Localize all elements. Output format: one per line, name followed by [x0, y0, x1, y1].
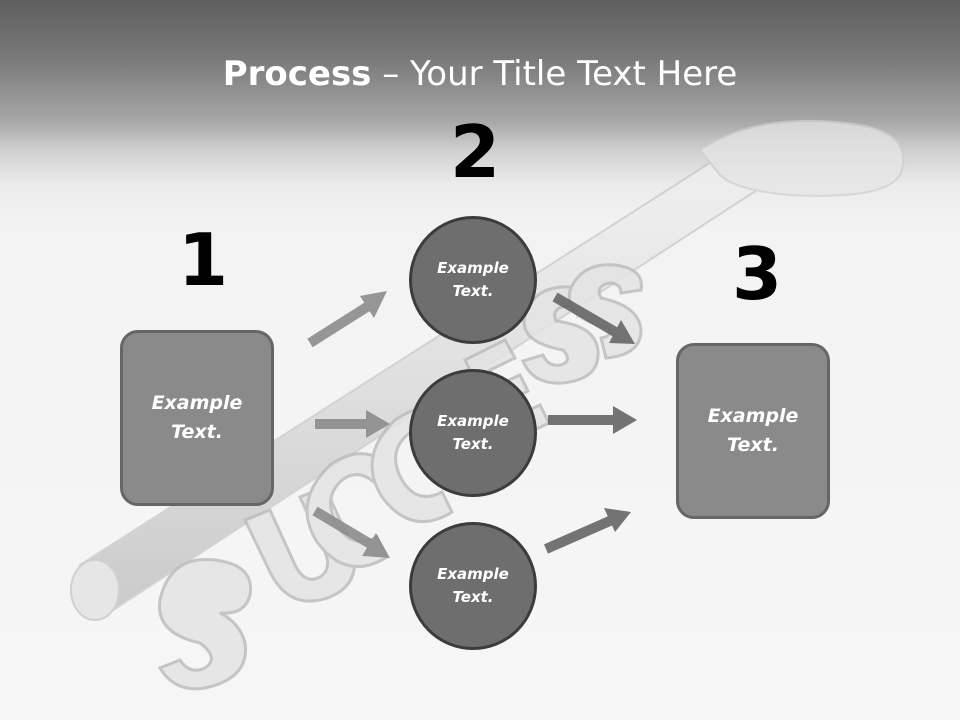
step-number-3: 3: [732, 232, 783, 316]
arrow-bottom-circle-to-box3-icon: [543, 508, 631, 554]
arrow-to-top-circle-icon: [307, 291, 387, 348]
step-2-circle-middle-text: Example Text.: [437, 412, 509, 453]
step-2-circle-top-text: Example Text.: [437, 259, 509, 300]
step-3-box: Example Text.: [676, 343, 830, 519]
step-2-circle-middle: Example Text.: [409, 369, 537, 497]
arrow-top-circle-to-box3-icon: [552, 292, 635, 344]
slide-title: Process – Your Title Text Here: [0, 52, 960, 96]
title-bold-word: Process: [222, 54, 372, 94]
step-2-circle-bottom-text: Example Text.: [437, 565, 509, 606]
step-1-box-text: Example Text.: [151, 392, 243, 443]
step-number-1: 1: [178, 218, 229, 302]
arrow-to-middle-circle-icon: [315, 410, 390, 438]
arrow-to-bottom-circle-icon: [312, 506, 390, 558]
step-number-2: 2: [450, 110, 501, 194]
step-2-circle-top: Example Text.: [409, 216, 537, 344]
title-rest: – Your Title Text Here: [371, 54, 738, 94]
step-1-box: Example Text.: [120, 330, 274, 506]
step-3-box-text: Example Text.: [707, 405, 799, 456]
step-2-circle-bottom: Example Text.: [409, 522, 537, 650]
arrow-middle-circle-to-box3-icon: [548, 406, 637, 434]
